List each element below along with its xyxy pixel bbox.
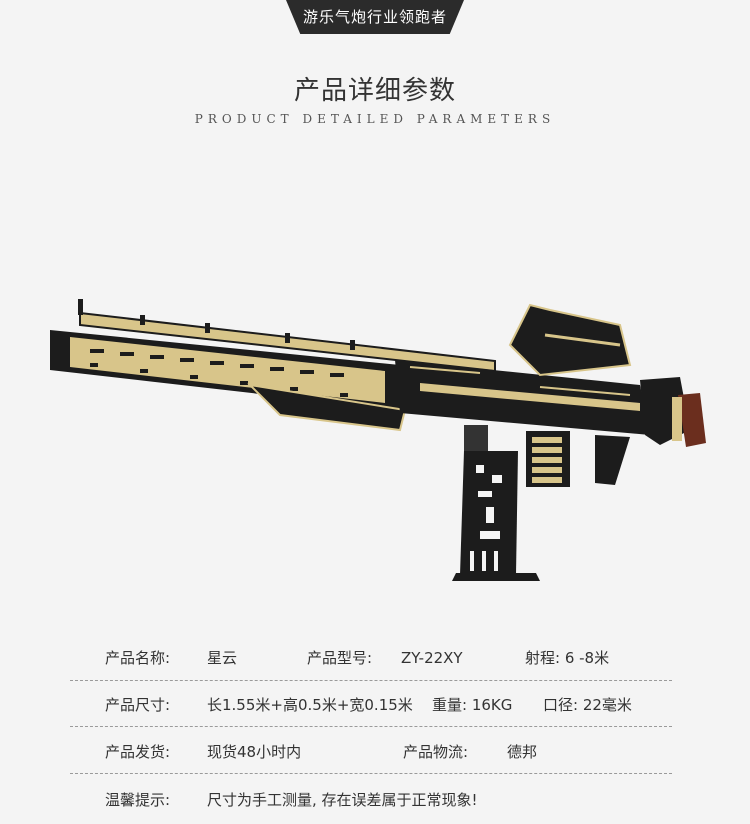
stand-mount: [464, 425, 488, 451]
top-hopper: [508, 303, 632, 377]
tip-label: 温馨提示:: [105, 791, 171, 809]
spec-row-1: 产品名称: 星云 产品型号: ZY-22XY 射程: 6 -8米: [0, 643, 750, 673]
divider: [70, 773, 672, 774]
stand-pattern: [470, 465, 502, 571]
logistics-label: 产品物流:: [403, 743, 469, 761]
product-model-value: ZY-22XY: [401, 649, 463, 667]
shipping-value: 现货48小时内: [207, 743, 302, 761]
stand-base: [452, 573, 540, 581]
shipping-label: 产品发货:: [105, 743, 171, 761]
product-image: [50, 299, 706, 581]
tip-value: 尺寸为手工测量, 存在误差属于正常现象!: [207, 791, 478, 809]
barrel-slots: [90, 349, 348, 397]
receiver-gold-stripe: [420, 383, 640, 411]
product-size-value: 长1.55米+高0.5米+宽0.15米: [207, 696, 413, 714]
page-title: 产品详细参数: [293, 76, 456, 106]
barrel-gold-panel: [70, 337, 385, 403]
barrel-lower: [247, 383, 407, 432]
top-badge: 游乐气炮行业领跑者: [286, 0, 464, 34]
range-value: 射程: 6 -8米: [525, 649, 610, 667]
divider: [70, 726, 672, 727]
magazine-rounds: [532, 437, 562, 483]
weight-value: 重量: 16KG: [432, 696, 513, 714]
divider: [70, 680, 672, 681]
caliber-value: 口径: 22毫米: [543, 696, 632, 714]
rail-pins: [78, 299, 355, 350]
logistics-value: 德邦: [507, 743, 538, 761]
spec-row-4: 温馨提示: 尺寸为手工测量, 存在误差属于正常现象!: [0, 785, 750, 815]
pistol-grip: [595, 435, 630, 485]
product-size-label: 产品尺寸:: [105, 696, 171, 714]
spec-row-2: 产品尺寸: 长1.55米+高0.5米+宽0.15米 重量: 16KG 口径: 2…: [0, 690, 750, 720]
product-name-label: 产品名称:: [105, 649, 171, 667]
receiver-trim: [409, 366, 631, 396]
product-name-value: 星云: [207, 649, 238, 667]
stock-brown-pad: [678, 393, 706, 447]
spec-row-3: 产品发货: 现货48小时内 产品物流: 德邦: [0, 737, 750, 767]
product-model-label: 产品型号:: [307, 649, 373, 667]
page-subtitle: PRODUCT DETAILED PARAMETERS: [194, 112, 556, 126]
